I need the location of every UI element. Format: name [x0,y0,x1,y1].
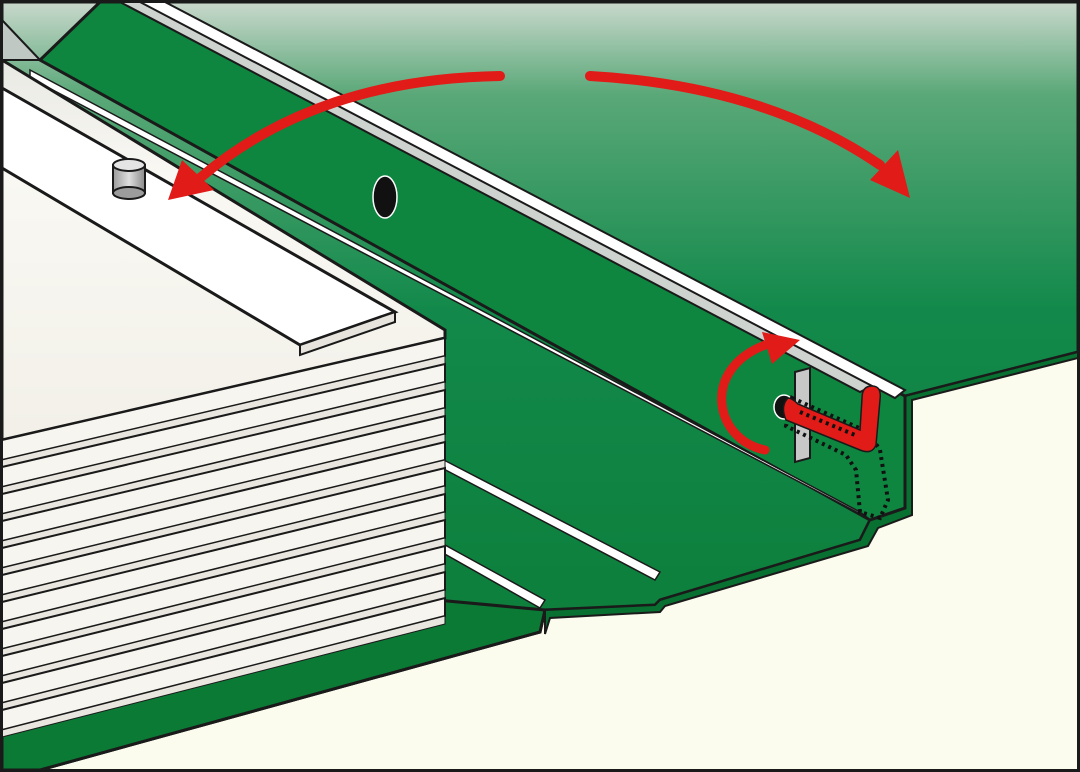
lever-handle [782,385,882,453]
lever-ghost-outline [783,395,891,521]
paper-pin [112,158,146,200]
lever [782,385,891,521]
lever-dots [799,410,856,437]
paper-sheet-layers [0,336,446,738]
arrow-curved-left-icon [168,71,505,200]
paper-guide-bar-edge [299,310,396,357]
rail-hole [372,175,398,219]
arrow-curved-right-icon [585,71,910,198]
rotate-arrow-icon [717,332,800,455]
baseplate-front-strip-right [544,350,1079,635]
